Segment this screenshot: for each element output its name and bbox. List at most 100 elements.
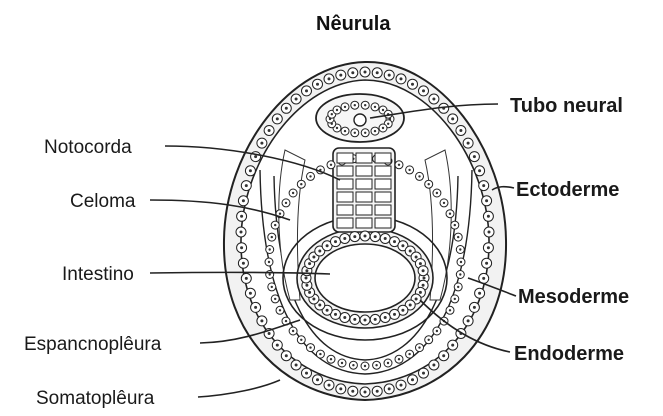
ectoderm-cell-nucleus [467,142,470,145]
embryo-section [224,62,506,400]
mesoderm-cell-nucleus [436,192,438,194]
ectoderm-cell-nucleus [459,129,462,132]
label-mesoderme: Mesoderme [518,286,629,308]
mesoderm-cell-nucleus [408,169,410,171]
ectoderm-cell-nucleus [254,306,257,309]
mesoderm-cell-nucleus [341,362,343,364]
mesoderm-cell-nucleus [449,213,451,215]
mesoderm-cell-nucleus [436,330,438,332]
endoderm-cell-nucleus [423,277,426,280]
ectoderm-cell-nucleus [316,378,319,381]
ectoderm-cell-nucleus [305,89,308,92]
ectoderm-cell-nucleus [295,98,298,101]
notochord-cell [375,153,391,163]
mesoderm-cell-nucleus [387,362,389,364]
endoderm-cell-nucleus [305,269,308,272]
left-labels: Notocorda Celoma Intestino Espancnoplêur… [24,137,162,409]
notochord-cell [337,166,353,176]
intestine-lumen [315,244,415,312]
ectoderm-cell-nucleus [316,83,319,86]
ectoderm-cell-nucleus [364,391,367,394]
mesoderm-cell-nucleus [300,183,302,185]
mesoderm-cell-nucleus [268,261,270,263]
endoderm-cell-nucleus [401,309,404,312]
mesoderm-cell-nucleus [279,213,281,215]
label-tubo-neural: Tubo neural [510,95,623,117]
neural-cell-nucleus [382,127,384,129]
label-notocorda: Notocorda [44,137,132,158]
ectoderm-cell-nucleus [432,98,435,101]
mesoderm-cell-nucleus [454,224,456,226]
endoderm-cell-nucleus [305,284,308,287]
mesoderm-cell-nucleus [309,346,311,348]
label-espancnopleura: Espancnoplêura [24,334,162,355]
mesoderm-cell-nucleus [271,236,273,238]
label-intestino: Intestino [62,264,134,285]
ectoderm-cell-nucleus [285,107,288,110]
mesoderm-cell-nucleus [292,192,294,194]
ectoderm-cell-nucleus [488,231,491,234]
ectoderm-cell-nucleus [467,319,470,322]
mesoderm-cell-nucleus [443,202,445,204]
neural-cell-nucleus [331,113,333,115]
ectoderm-cell-nucleus [388,74,391,77]
ectoderm-cell-nucleus [249,169,252,172]
ectoderm-cell-nucleus [268,129,271,132]
endoderm-cell-nucleus [409,250,412,253]
mesoderm-cell-nucleus [459,248,461,250]
mesoderm-cell-nucleus [459,273,461,275]
notochord-cell [356,205,372,215]
neural-cell-nucleus [382,109,384,111]
notochord-cell [375,218,391,228]
endoderm-cell-nucleus [401,244,404,247]
mesoderm-cell-nucleus [428,183,430,185]
endoderm-cell-nucleus [415,256,418,259]
endoderm-cell-nucleus [393,313,396,316]
endoderm-cell-nucleus [305,277,308,280]
endoderm-cell-nucleus [318,250,321,253]
mesoderm-cell-nucleus [285,320,287,322]
mesoderm-cell-nucleus [300,339,302,341]
ectoderm-cell-nucleus [388,387,391,390]
ectoderm-cell-nucleus [473,155,476,158]
neural-cell-nucleus [336,127,338,129]
neural-cell-nucleus [354,132,356,134]
endoderm-cell-nucleus [312,256,315,259]
mesoderm-cell-nucleus [418,346,420,348]
mesoderm-cell-nucleus [269,248,271,250]
ectoderm-cell-nucleus [240,231,243,234]
mesoderm-cell-nucleus [375,364,377,366]
ectoderm-cell-nucleus [328,77,331,80]
ectoderm-cell-nucleus [249,292,252,295]
label-ectoderme: Ectoderme [516,179,619,201]
ectoderm-cell-nucleus [351,390,354,393]
right-labels: Tubo neural Ectoderme Mesoderme Endoderm… [510,95,629,365]
notochord-cell [375,192,391,202]
ectoderm-cell-nucleus [242,199,245,202]
ectoderm-cell-nucleus [276,117,279,120]
ectoderm-cell-nucleus [260,319,263,322]
ectoderm-cell-nucleus [487,246,490,249]
notochord-cell [356,153,372,163]
ectoderm-cell-nucleus [451,344,454,347]
mesoderm-cell-nucleus [279,309,281,311]
neural-cell-nucleus [387,123,389,125]
mesoderm-cell-nucleus [285,202,287,204]
diagram-title: Nêurula [316,13,391,35]
ectoderm-cell-nucleus [245,184,248,187]
notochord-cell [375,179,391,189]
mesoderm-cell-nucleus [309,175,311,177]
endoderm-cell-nucleus [393,240,396,243]
ectoderm-cell-nucleus [478,292,481,295]
ectoderm-cell-nucleus [482,184,485,187]
endoderm-cell-nucleus [334,313,337,316]
ectoderm-cell-nucleus [482,277,485,280]
mesoderm-cell-nucleus [418,175,420,177]
ectoderm-cell-nucleus [442,354,445,357]
endoderm-cell-nucleus [415,298,418,301]
endoderm-cell-nucleus [419,291,422,294]
mesoderm-cell-nucleus [408,353,410,355]
label-endoderme: Endoderme [514,343,624,365]
neural-cell-nucleus [344,106,346,108]
ectoderm-cell-nucleus [339,74,342,77]
